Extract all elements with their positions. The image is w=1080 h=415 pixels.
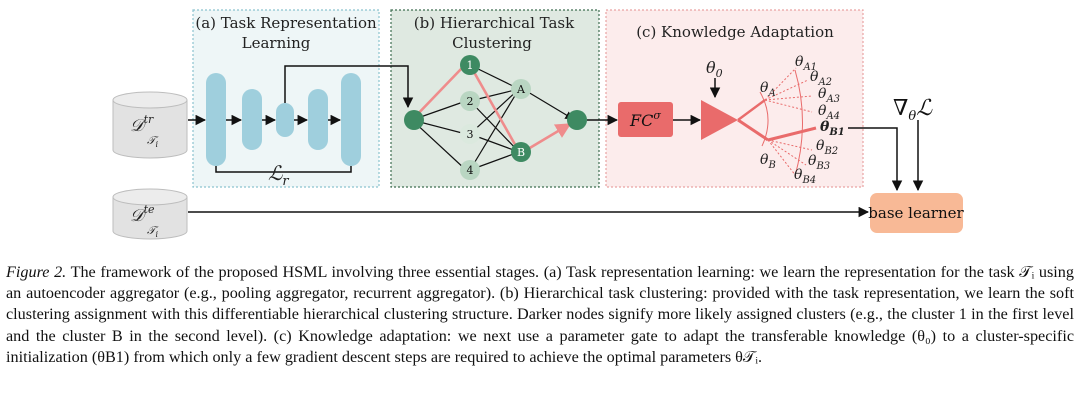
cluster-node-3 xyxy=(460,124,480,144)
svg-text:θ0: θ0 xyxy=(706,58,723,80)
theta-a-sub: A xyxy=(767,88,775,99)
test-data-sup: te xyxy=(144,203,155,216)
encoder-bar-1 xyxy=(206,73,226,166)
theta-a4-sub: A4 xyxy=(825,111,840,122)
cluster-node-a-label: A xyxy=(516,83,526,96)
svg-text:θB2: θB2 xyxy=(816,138,838,157)
fc-gate xyxy=(618,102,673,137)
gradient-sub: θ xyxy=(908,109,916,124)
parameter-gate-triangle xyxy=(701,100,738,140)
svg-text:θA: θA xyxy=(760,80,776,99)
theta-b4-symbol: θ xyxy=(794,167,803,183)
cluster-node-b-label: B xyxy=(517,146,525,159)
svg-text:ℒr: ℒr xyxy=(268,161,289,189)
svg-text:θA4: θA4 xyxy=(818,103,840,122)
fc-sup: σ xyxy=(653,109,661,122)
theta-a3-sub: A3 xyxy=(825,94,840,105)
test-data-symbol: 𝒟 xyxy=(130,206,147,226)
cluster-node-2 xyxy=(460,91,480,111)
theta-b-symbol: θ xyxy=(760,152,769,168)
framework-figure: (a) Task Representation Learning (b) Hie… xyxy=(112,9,965,240)
svg-text:𝒟tr: 𝒟tr xyxy=(130,113,154,136)
test-data-subsub: i xyxy=(155,230,158,239)
train-data-symbol: 𝒟 xyxy=(130,116,147,136)
reconstruction-loss: ℒ xyxy=(268,161,283,185)
panel-a-title-1: (a) Task Representation xyxy=(195,14,377,32)
train-data-cylinder: 𝒟tr 𝒯i xyxy=(112,91,188,159)
svg-text:θB4: θB4 xyxy=(794,167,816,186)
theta-a2-symbol: θ xyxy=(810,69,819,85)
theta0-symbol: θ xyxy=(706,58,716,77)
cluster-node-b xyxy=(511,142,531,162)
theta0-sub: 0 xyxy=(716,67,723,80)
theta-b2-symbol: θ xyxy=(816,138,825,154)
figure-caption: Figure 2. The framework of the proposed … xyxy=(6,262,1074,368)
cluster-node-2-label: 2 xyxy=(467,95,474,108)
test-data-cylinder: 𝒟te 𝒯i xyxy=(112,188,188,240)
theta-b1-sub: B1 xyxy=(828,127,844,138)
input-node xyxy=(404,110,424,130)
base-learner-label: base learner xyxy=(868,204,964,222)
svg-text:θA3: θA3 xyxy=(818,86,840,105)
decoder-bar-1 xyxy=(308,89,328,150)
theta-b-sub: B xyxy=(767,160,775,171)
theta-a-symbol: θ xyxy=(760,80,769,96)
svg-text:θA2: θA2 xyxy=(810,69,832,88)
svg-text:θB: θB xyxy=(760,152,776,171)
gradient-nabla: ∇ xyxy=(893,96,908,121)
panel-b-title-2: Clustering xyxy=(452,34,532,52)
panel-b-box xyxy=(390,9,600,188)
gradient-loss: ℒ xyxy=(916,96,933,121)
panel-a-title-2: Learning xyxy=(242,34,311,52)
train-data-subsub: i xyxy=(155,140,158,149)
svg-text:θA1: θA1 xyxy=(795,54,817,73)
cluster-node-1 xyxy=(460,55,480,75)
theta-a4-symbol: θ xyxy=(818,103,827,119)
theta-b3-symbol: θ xyxy=(808,153,817,169)
theta-b3-sub: B3 xyxy=(815,161,830,172)
cluster-node-1-label: 1 xyxy=(467,59,474,72)
svg-text:θB3: θB3 xyxy=(808,153,830,172)
svg-text:∇θℒ: ∇θℒ xyxy=(893,96,933,124)
base-learner-box xyxy=(870,193,963,233)
cluster-node-4 xyxy=(460,160,480,180)
theta-a1-sub: A1 xyxy=(802,62,817,73)
output-node xyxy=(567,110,587,130)
caption-label: Figure 2. xyxy=(6,263,67,281)
theta-b1-symbol: θ xyxy=(820,119,830,135)
svg-text:𝒟te: 𝒟te xyxy=(130,203,155,226)
panel-c-box xyxy=(605,9,864,188)
cluster-node-3-label: 3 xyxy=(467,128,474,141)
fc-label: FC xyxy=(629,111,653,130)
cluster-node-a xyxy=(511,79,531,99)
theta-a1-symbol: θ xyxy=(795,54,804,70)
encoder-bar-2 xyxy=(242,89,262,150)
decoder-bar-2 xyxy=(341,73,361,166)
train-data-sup: tr xyxy=(144,113,154,126)
svg-text:θB1: θB1 xyxy=(820,119,845,138)
encoder-bar-3 xyxy=(276,103,294,137)
autoencoder xyxy=(206,73,361,166)
reconstruction-loss-sub: r xyxy=(282,174,289,189)
theta-a3-symbol: θ xyxy=(818,86,827,102)
panel-b-title-1: (b) Hierarchical Task xyxy=(414,14,575,32)
theta-a2-sub: A2 xyxy=(817,77,832,88)
theta-b2-sub: B2 xyxy=(823,146,838,157)
svg-text:FCσ: FCσ xyxy=(629,109,661,130)
cluster-node-4-label: 4 xyxy=(467,164,474,177)
theta-b4-sub: B4 xyxy=(801,175,816,186)
caption-text: The framework of the proposed HSML invol… xyxy=(6,263,1074,366)
panel-c-title: (c) Knowledge Adaptation xyxy=(636,23,834,41)
